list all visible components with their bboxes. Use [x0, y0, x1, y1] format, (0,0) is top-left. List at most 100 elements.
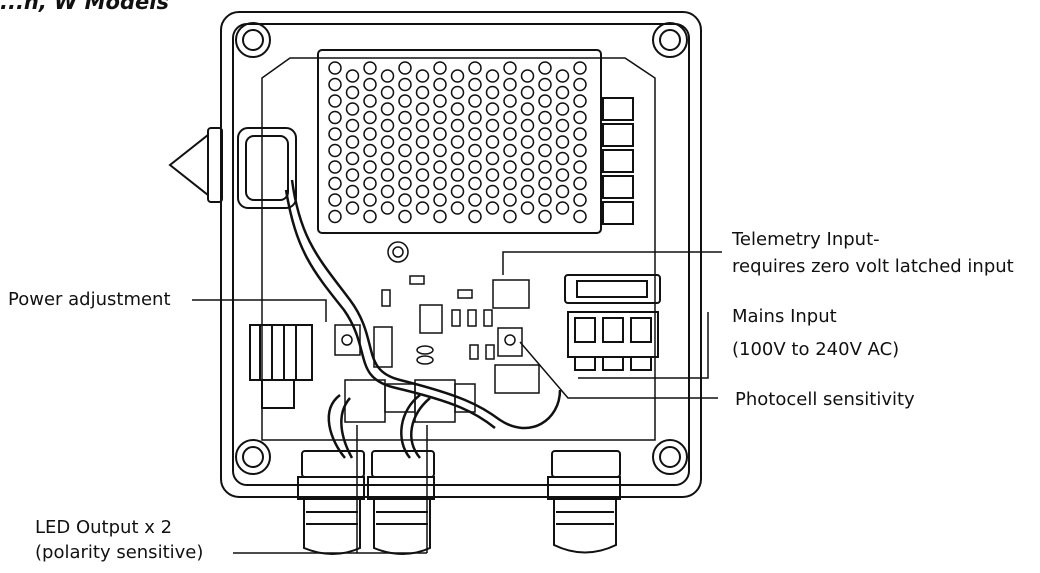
heat-sink-hole [363, 193, 377, 207]
cable-gland-icon [297, 450, 621, 555]
heat-sink-hole [555, 151, 570, 166]
heat-sink-hole [415, 102, 430, 116]
heat-sink-hole [573, 193, 587, 207]
heat-sink-hole [573, 176, 587, 191]
heat-sink-hole [328, 110, 342, 125]
heat-sink-hole [433, 110, 447, 125]
heat-sink-hole [363, 110, 377, 125]
heat-sink-hole [363, 94, 377, 108]
heat-sink-hole [450, 69, 465, 83]
heat-sink-hole [433, 176, 447, 191]
heat-sink-hole [485, 201, 500, 215]
heat-sink-hole [485, 135, 500, 149]
heat-sink-hole [380, 69, 395, 83]
heat-sink-hole [363, 61, 377, 75]
heat-sink-hole [345, 201, 360, 215]
heat-sink-hole [363, 127, 377, 141]
heat-sink-hole [328, 160, 342, 174]
heat-sink-hole [468, 94, 482, 108]
power-adjustment-label: Power adjustment [8, 289, 171, 310]
heat-sink-hole [380, 135, 395, 149]
heat-sink-hole [433, 127, 447, 141]
heat-sink-hole [433, 193, 447, 207]
mains-input-label: Mains Input [732, 306, 837, 327]
heat-sink-hole [450, 151, 465, 166]
junction-box-enclosure [220, 11, 702, 498]
heat-sink-hole [520, 184, 535, 199]
heat-sink-hole [485, 118, 500, 133]
heat-sink-hole [328, 77, 342, 92]
heat-sink-hole [380, 102, 395, 116]
heat-sink-hole [485, 102, 500, 116]
heat-sink-hole [380, 184, 395, 199]
heat-sink-hole [520, 69, 535, 83]
heat-sink-hole [380, 168, 395, 182]
heat-sink-hole [538, 176, 552, 191]
heat-sink-hole [573, 143, 587, 158]
heat-sink-hole [468, 110, 482, 125]
heat-sink-hole [328, 61, 342, 75]
heat-sink-hole [433, 61, 447, 75]
heat-sink-hole [485, 151, 500, 166]
heat-sink-hole [450, 102, 465, 116]
heat-sink-hole [573, 209, 587, 224]
heat-sink-hole [538, 209, 552, 224]
heat-sink-hole [520, 151, 535, 166]
heat-sink-hole [573, 110, 587, 125]
heat-sink-hole [433, 94, 447, 108]
page-header-partial: ...n, W Models [0, 0, 169, 14]
heat-sink-hole [450, 184, 465, 199]
heat-sink-hole [415, 201, 430, 215]
heat-sink-hole [538, 61, 552, 75]
heat-sink-hole [538, 110, 552, 125]
heat-sink-hole [468, 193, 482, 207]
heat-sink-hole [328, 94, 342, 108]
heat-sink-hole [485, 85, 500, 100]
heat-sink-hole [345, 85, 360, 100]
mains-terminal-icon [567, 311, 659, 371]
heat-sink-hole [468, 143, 482, 158]
heat-sink-icon [317, 49, 602, 234]
heat-sink-hole [450, 118, 465, 133]
heat-sink-hole [555, 135, 570, 149]
heat-sink-hole [573, 77, 587, 92]
heat-sink-hole [363, 176, 377, 191]
heat-sink-hole [345, 102, 360, 116]
heat-sink-hole [328, 127, 342, 141]
heat-sink-hole [520, 201, 535, 215]
heat-sink-hole [345, 69, 360, 83]
heat-sink-hole [520, 135, 535, 149]
heat-sink-hole [415, 118, 430, 133]
heat-sink-hole [398, 77, 412, 92]
heat-sink-hole [398, 193, 412, 207]
side-gland-icon [168, 127, 297, 209]
heat-sink-hole [450, 85, 465, 100]
heat-sink-fins-icon [249, 324, 313, 409]
heat-sink-hole [345, 151, 360, 166]
heat-sink-hole [555, 69, 570, 83]
heat-sink-hole [555, 168, 570, 182]
heat-sink-hole [363, 77, 377, 92]
mains-input-voltage: (100V to 240V AC) [732, 339, 900, 360]
heat-sink-hole [398, 61, 412, 75]
heat-sink-hole [503, 160, 517, 174]
fuse-holder-icon [564, 274, 661, 304]
heat-sink-hole [538, 94, 552, 108]
heat-sink-hole [380, 85, 395, 100]
heat-sink-hole [415, 184, 430, 199]
heat-sink-hole [433, 77, 447, 92]
heat-sink-hole [415, 151, 430, 166]
heat-sink-hole [450, 135, 465, 149]
heat-sink-hole [573, 61, 587, 75]
heat-sink-hole [450, 201, 465, 215]
heat-sink-hole [503, 77, 517, 92]
heat-sink-hole [415, 69, 430, 83]
heat-sink-hole [503, 94, 517, 108]
telemetry-input-label: Telemetry Input- [732, 229, 880, 250]
heat-sink-hole [398, 143, 412, 158]
heat-sink-hole [538, 143, 552, 158]
heat-sink-hole [415, 135, 430, 149]
heat-sink-hole [503, 143, 517, 158]
heat-sink-hole [555, 102, 570, 116]
